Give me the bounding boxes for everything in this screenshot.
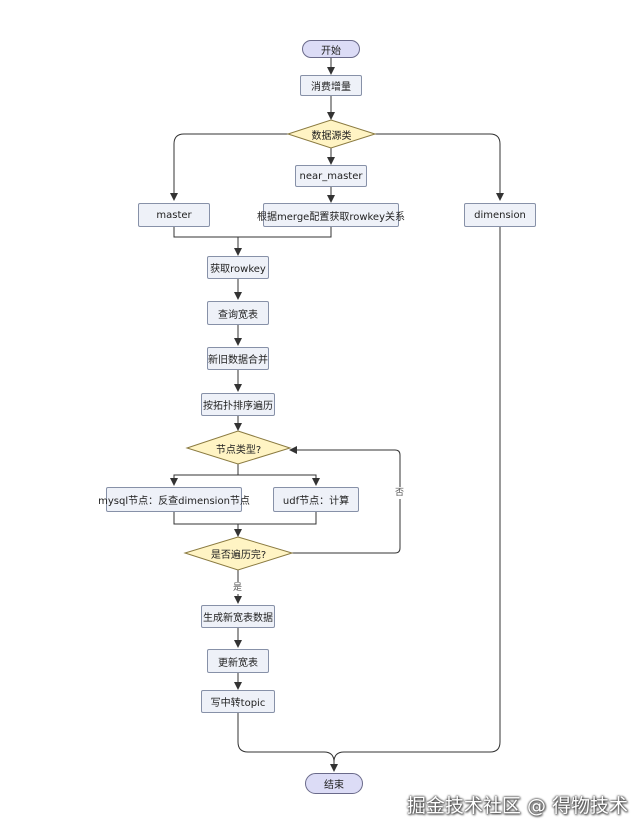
edge-done-no-loop bbox=[289, 446, 401, 554]
write-transfer-topic-node[interactable]: 写中转topic bbox=[201, 690, 275, 713]
dimension-node[interactable]: dimension bbox=[464, 203, 536, 227]
generate-wide-data-node[interactable]: 生成新宽表数据 bbox=[201, 605, 275, 628]
edge-source-master bbox=[170, 133, 288, 201]
edge-merge-join bbox=[238, 227, 332, 238]
consume-increment-node[interactable]: 消费增量 bbox=[300, 75, 362, 96]
traverse-done-label: 是否遍历完? bbox=[210, 549, 267, 561]
edge-label-no: 否 bbox=[394, 487, 406, 499]
edge-write-end bbox=[237, 713, 338, 772]
decision-node-type bbox=[185, 430, 292, 465]
node-type-label: 节点类型? bbox=[215, 444, 262, 456]
near-master-node[interactable]: near_master bbox=[295, 165, 367, 187]
merge-old-new-node[interactable]: 新旧数据合并 bbox=[207, 347, 269, 370]
udf-node[interactable]: udf节点：计算 bbox=[273, 487, 359, 512]
start-node[interactable]: 开始 bbox=[302, 40, 360, 58]
merge-config-node[interactable]: 根据merge配置获取rowkey关系 bbox=[257, 203, 405, 227]
edge-mysql-join bbox=[173, 512, 238, 525]
edge-nodetype-udf bbox=[237, 464, 320, 486]
edge-source-dimension bbox=[375, 133, 504, 201]
get-rowkey-node[interactable]: 获取rowkey bbox=[207, 256, 269, 279]
decision-traverse-done bbox=[183, 536, 294, 571]
query-wide-table-node[interactable]: 查询宽表 bbox=[207, 301, 269, 325]
watermark: 掘金技术社区 @ 得物技术 bbox=[406, 795, 628, 817]
master-node[interactable]: master bbox=[138, 203, 210, 227]
decision-source-type bbox=[286, 119, 377, 149]
update-wide-table-node[interactable]: 更新宽表 bbox=[207, 649, 269, 673]
edge-dimension-end bbox=[333, 227, 501, 763]
end-node[interactable]: 结束 bbox=[305, 773, 363, 794]
edge-label-yes: 是 bbox=[232, 582, 244, 594]
edge-udf-join bbox=[238, 512, 317, 525]
edge-master-join bbox=[173, 227, 238, 238]
topo-traverse-node[interactable]: 按拓扑排序遍历 bbox=[201, 393, 275, 416]
mysql-node[interactable]: mysql节点：反查dimension节点 bbox=[98, 487, 250, 512]
source-type-label: 数据源类 bbox=[311, 130, 352, 142]
edge-nodetype-mysql bbox=[170, 464, 239, 486]
